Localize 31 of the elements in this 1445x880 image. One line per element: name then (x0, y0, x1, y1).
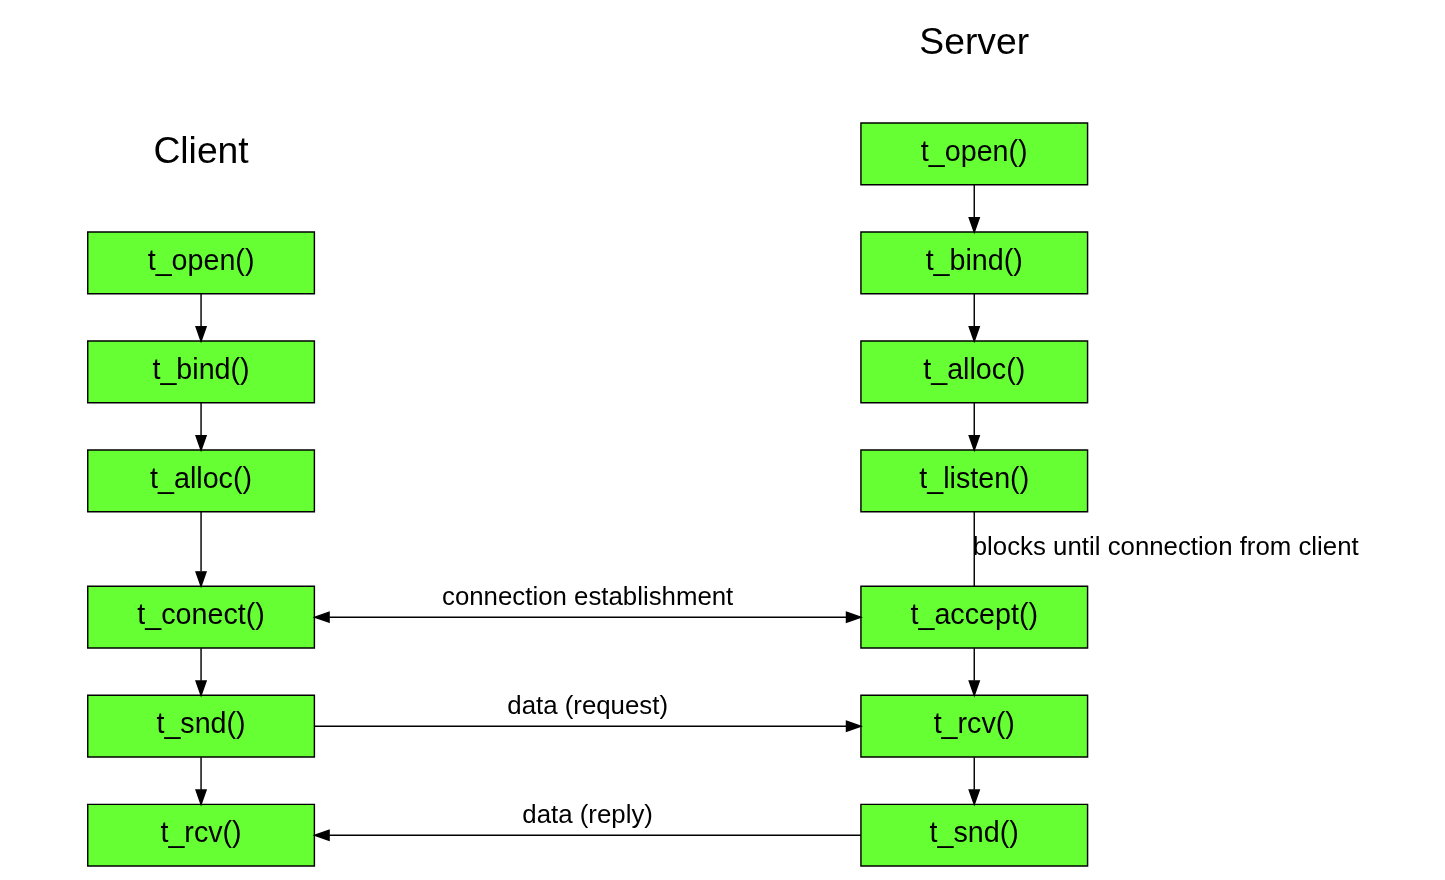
node-box: t_bind() (860, 231, 1089, 295)
arrow (312, 611, 863, 624)
arrow (312, 829, 862, 842)
node-box: t_snd() (87, 694, 316, 758)
arrow (195, 756, 208, 807)
node-box: t_rcv() (860, 694, 1089, 758)
edge-label: connection establishment (442, 581, 734, 610)
node-box: t_alloc() (860, 340, 1089, 404)
node-box: t_accept() (860, 585, 1089, 649)
arrow (968, 402, 981, 453)
node-box: t_bind() (87, 340, 316, 404)
node-box: t_conect() (87, 585, 316, 649)
arrow (968, 756, 981, 807)
arrow (195, 647, 208, 698)
arrow (968, 647, 981, 698)
edge-label: data (reply) (522, 799, 653, 828)
node-box: t_open() (860, 122, 1089, 186)
arrow (195, 402, 208, 453)
arrow (195, 293, 208, 344)
node-box: t_snd() (860, 803, 1089, 867)
node-box: t_open() (87, 231, 316, 295)
label: Server (919, 19, 1030, 62)
node-box: t_listen() (860, 449, 1089, 513)
arrow (195, 511, 208, 589)
arrow (968, 293, 981, 344)
edge-label: data (request) (507, 690, 669, 719)
arrow (968, 184, 981, 235)
node-box: t_alloc() (87, 449, 316, 513)
node-box: t_rcv() (87, 803, 316, 867)
arrow (314, 720, 863, 733)
label: Client (153, 128, 249, 171)
